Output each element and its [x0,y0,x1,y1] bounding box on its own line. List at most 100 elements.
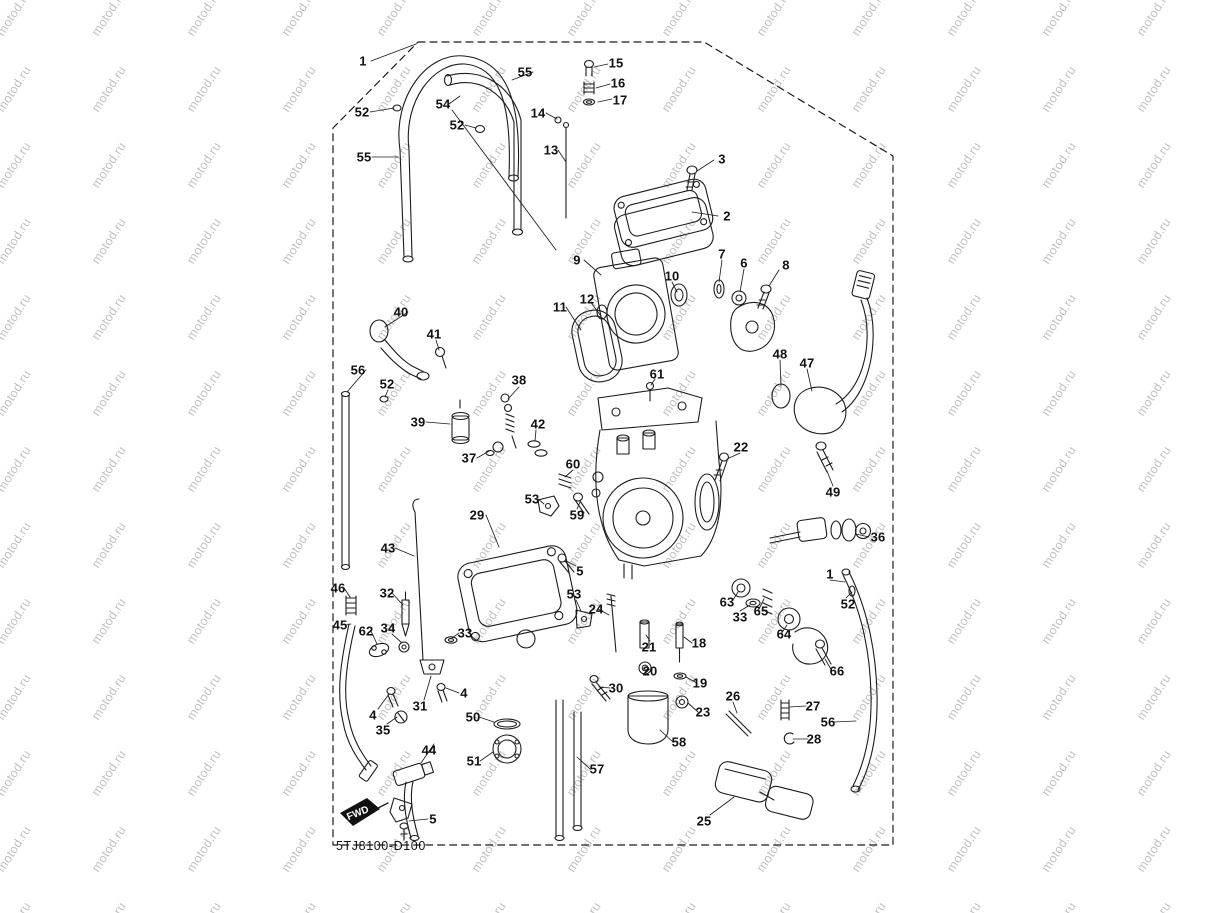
diagram-shape [345,625,372,767]
diagram-border-outline [332,41,894,846]
needle-clip [554,116,562,124]
cover-screw [686,165,698,175]
cable-and-spring [339,595,378,782]
diagram-shape [642,429,656,437]
diagram-shape [635,510,651,526]
diagram-shape [394,710,408,724]
air-screw [718,452,730,462]
diagram-shape [585,100,593,104]
hose-clamp-ring [379,395,389,403]
diagram-shape [571,309,623,383]
diagram-shape [675,623,684,649]
diagram-shape [700,218,708,226]
diagram-shape [796,517,828,542]
diagram-shape [358,760,378,782]
throttle-slide [571,248,688,383]
diagram-shape [585,66,593,77]
diagram-shape [725,710,752,737]
diagram-shape [492,734,522,764]
diagram-shape [771,383,791,409]
diagram-shape: FWD [332,41,894,846]
diagram-shape [392,762,426,786]
diagram-shape [677,401,687,411]
diagram-shape [500,393,510,403]
diagram-shape [399,822,409,830]
diagram-shape [714,761,773,803]
diagram-shape [735,294,743,302]
diagram-shape [859,527,867,535]
diagram-shape [842,574,872,787]
diagram-shape [612,487,674,549]
diagram-shape [485,449,495,457]
diagram-shape [597,387,703,431]
diagram-shape [554,834,565,842]
diagram-shape [675,695,689,709]
floats [714,761,814,820]
diagram-shape [496,720,518,728]
diagram-shape [493,718,521,730]
diagram-shape [713,460,728,482]
diagram-shape [835,299,868,405]
diagram-shape [593,257,679,371]
pump-diaphragm-parts [731,578,832,666]
diagram-shape [841,297,874,413]
diagram-shape [749,600,757,606]
jets [589,593,689,709]
leader-lines [343,43,870,822]
diagram-shape [610,595,617,653]
diagram-shape [416,371,430,381]
diagram-shape [369,319,389,343]
diagram-shape [793,386,847,435]
diagram-shape [602,477,684,559]
diagram-shape [642,432,656,450]
diagram-shape [428,663,436,671]
diagram-shape [401,591,410,637]
diagram-shape [736,583,746,593]
hose-clamp-ring [848,585,856,597]
diagram-shape [606,284,666,344]
diagram-shape [692,180,700,188]
diagram-shape [591,681,611,702]
diagram-shape [368,642,390,658]
diagram-shape [444,636,458,644]
diagram-shape [613,178,714,248]
hose-clamp-ring [474,124,486,134]
drain-parts [554,690,669,842]
jet-needle [554,116,570,219]
diagram-shape [756,291,770,310]
diagram-shape [398,55,520,177]
diagram-shape [387,693,399,708]
diagram-shape [616,434,630,442]
diagram-shape [558,473,572,489]
diagram-shape [676,674,684,678]
diagram-shape [544,502,552,510]
diagram-shape [573,711,582,827]
diagram-shape [623,563,633,580]
diagram-shape [624,189,703,237]
float-bowl [457,473,593,649]
diagram-shape [675,621,684,627]
diagram-shape [851,270,876,300]
diagram-shape [685,173,696,191]
bowl-screw [557,553,567,563]
fuel-joint-and-filter [369,319,548,457]
diagram-shape [627,695,669,745]
stop-screw [589,674,599,684]
diagram-shape [583,59,595,69]
diagram-shape [731,290,747,306]
float-valve-cluster [368,498,458,724]
diagram-shape [341,394,350,567]
diagram-shape [699,481,715,523]
sensor-cover-and-cable [771,270,876,473]
diagram-shape [546,547,556,557]
diagram-shape [421,761,435,776]
long-needle [412,498,424,661]
diagram-shape [402,255,414,263]
diagram-shape [639,619,650,625]
diagram-shape [463,569,473,579]
diagram-shape [638,661,652,675]
diagram-shape [397,712,405,722]
cover-screw-set [582,59,596,106]
